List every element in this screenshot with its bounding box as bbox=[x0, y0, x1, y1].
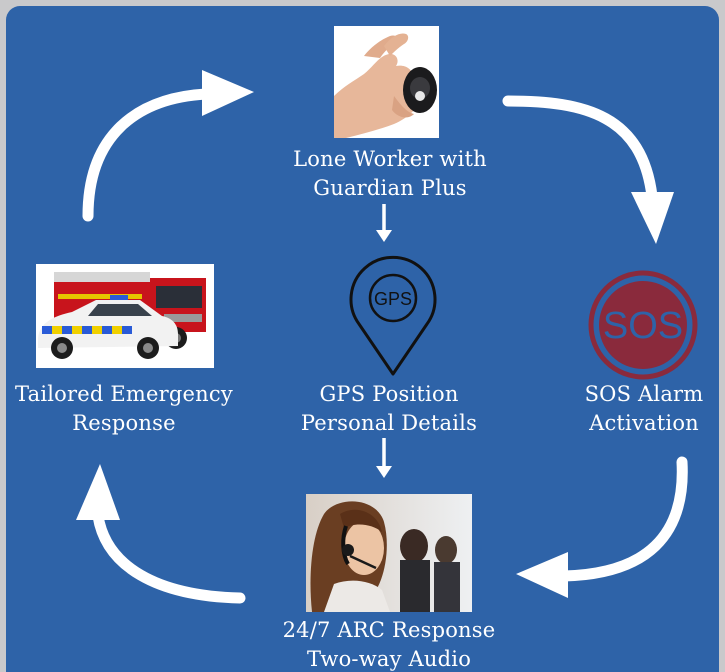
sos-label-line2: Activation bbox=[589, 411, 699, 435]
arrow-to-gps-head bbox=[376, 230, 392, 242]
arc-label: 24/7 ARC Response Two-way Audio bbox=[268, 616, 510, 672]
sos-icon-text: SOS bbox=[603, 305, 683, 347]
arrow-gps-to-arc-head bbox=[376, 466, 392, 478]
arrow-to-lone-worker bbox=[82, 88, 212, 222]
arc-label-line2: Two-way Audio bbox=[306, 647, 472, 671]
cycle-arrows bbox=[76, 70, 688, 604]
arc-label-line1: 24/7 ARC Response bbox=[282, 618, 496, 642]
emergency-label-line1: Tailored Emergency bbox=[15, 382, 233, 406]
gps-label-line2: Personal Details bbox=[300, 411, 478, 435]
gps-pin-icon: GPS bbox=[349, 255, 437, 376]
diagram-panel: Lone Worker with Guardian Plus Tailored … bbox=[6, 6, 719, 672]
lone-worker-photo bbox=[334, 26, 439, 138]
emergency-label: Tailored Emergency Response bbox=[8, 380, 240, 438]
emergency-label-line2: Response bbox=[72, 411, 176, 435]
arrow-to-arc bbox=[558, 456, 688, 582]
lone-worker-label-line2: Guardian Plus bbox=[313, 176, 467, 200]
gps-label: GPS Position Personal Details bbox=[276, 380, 502, 438]
sos-label-line1: SOS Alarm bbox=[584, 382, 704, 406]
lone-worker-label: Lone Worker with Guardian Plus bbox=[278, 145, 502, 203]
emergency-vehicles-photo bbox=[36, 264, 214, 368]
arrow-to-sos bbox=[502, 95, 658, 202]
arrow-to-lone-worker-head bbox=[202, 70, 254, 116]
gps-label-line1: GPS Position bbox=[319, 382, 459, 406]
arrow-to-arc-head bbox=[516, 552, 568, 598]
arc-operator-photo bbox=[306, 494, 472, 612]
arrow-to-sos-head bbox=[631, 192, 674, 244]
lone-worker-label-line1: Lone Worker with bbox=[293, 147, 487, 171]
arrow-to-emergency-head bbox=[76, 464, 120, 520]
sos-label: SOS Alarm Activation bbox=[554, 380, 719, 438]
sos-icon: SOS bbox=[588, 270, 698, 380]
gps-icon-text: GPS bbox=[374, 289, 412, 309]
arrow-to-emergency bbox=[92, 510, 246, 604]
